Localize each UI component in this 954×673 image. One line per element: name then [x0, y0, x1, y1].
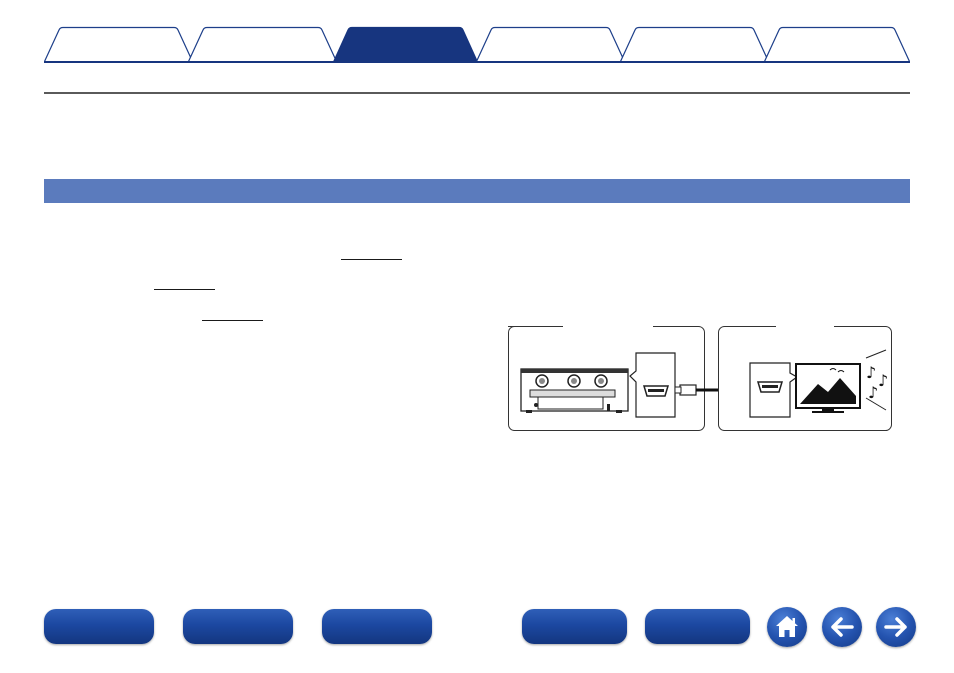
nav-button-2[interactable]: [183, 609, 293, 644]
receiver-icon: [520, 368, 629, 413]
sound-icon: ♪ ♪ ♪: [865, 349, 888, 411]
tab-4[interactable]: [475, 26, 626, 62]
nav-button-1[interactable]: [44, 609, 154, 644]
back-button[interactable]: [822, 607, 862, 647]
forward-arrow-icon: [884, 617, 907, 637]
back-arrow-icon: [831, 617, 854, 637]
tv-hdmi-port-callout: [749, 362, 799, 418]
section-heading-bar: [44, 179, 910, 203]
reference-link-3[interactable]: [202, 320, 263, 321]
forward-button[interactable]: [876, 607, 916, 647]
tab-3-active[interactable]: [332, 26, 479, 63]
tab-5[interactable]: [619, 26, 770, 62]
tab-bar-underline: [44, 61, 910, 63]
svg-text:♪: ♪: [868, 383, 878, 402]
tab-6-shape: [763, 26, 911, 62]
reference-link-2[interactable]: [154, 289, 215, 290]
reference-link-1[interactable]: [341, 259, 402, 260]
receiver-hdmi-port-callout: [629, 352, 676, 418]
tv-icon: [795, 363, 861, 413]
tab-4-shape: [475, 26, 626, 62]
tab-2-shape: [187, 26, 338, 62]
tab-1[interactable]: [43, 26, 194, 62]
home-icon: [776, 616, 798, 637]
page-header-divider: [44, 92, 910, 94]
tab-3-shape: [332, 26, 479, 63]
nav-button-3[interactable]: [322, 609, 432, 644]
hdmi-connection-illustration: ♪ ♪ ♪: [508, 324, 892, 432]
tab-5-shape: [619, 26, 770, 62]
home-button[interactable]: [767, 607, 807, 647]
tab-6[interactable]: [763, 26, 911, 62]
hdmi-diagram: ♪ ♪ ♪: [508, 324, 892, 431]
svg-text:♪: ♪: [866, 363, 876, 382]
svg-text:♪: ♪: [878, 371, 888, 390]
tab-1-shape: [43, 26, 194, 62]
nav-button-5[interactable]: [645, 609, 750, 644]
nav-button-4[interactable]: [522, 609, 627, 644]
tab-bar: [43, 26, 911, 63]
tab-2[interactable]: [187, 26, 338, 62]
